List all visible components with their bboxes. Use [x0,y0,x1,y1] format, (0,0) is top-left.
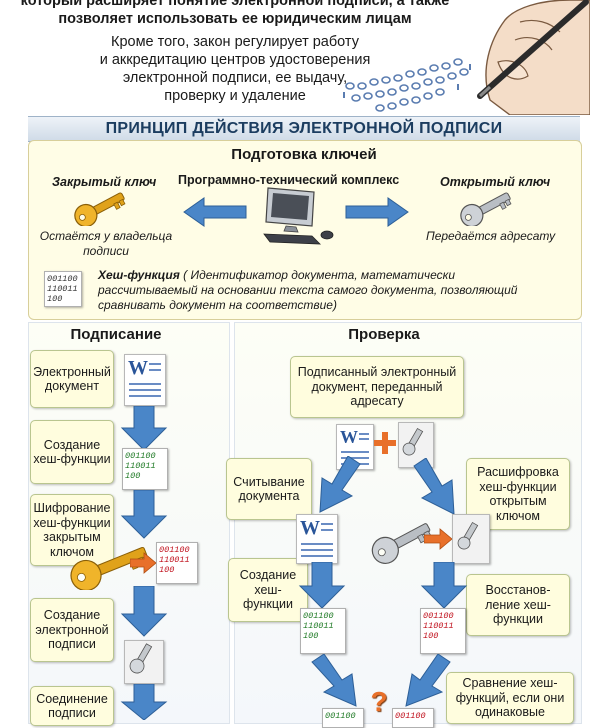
verification-step-read: Считывание документа [226,458,312,520]
key-icon [129,643,153,674]
signing-title: Подписание [70,326,162,343]
intro-line: и аккредитацию центров удостоверения [99,52,371,68]
private-key-note: Остаётся у владельца подписи [39,229,173,258]
hash-document-icon: 001100 [392,708,434,728]
verification-step-create-hash: Создание хеш-функции [228,558,308,622]
signing-step-signature: Создание электронной подписи [30,598,114,662]
hash-function-label: Хеш-функция [98,268,180,282]
signature-document-icon [452,514,490,564]
key-preparation-panel [28,140,582,320]
public-key-label: Открытый ключ [440,175,551,189]
arrow-down-right-icon [413,458,455,515]
key-icon [402,427,424,456]
arrow-left-icon [183,197,247,227]
arrow-down-icon [298,562,346,609]
key-icon [457,521,479,550]
complex-label: Программно-технический комплекс [178,173,400,187]
arrow-down-icon [420,562,468,609]
arrow-down-icon [120,490,168,539]
arrow-down-left-icon [319,456,361,513]
key-preparation-title: Подготовка ключей [231,146,377,163]
hash-function-description: Хеш-функция ( Идентификатор документа, м… [98,268,518,312]
intro-line: который расширяет понятие электронной по… [20,0,450,9]
arrow-down-icon [120,586,168,637]
intro-line: электронной подписи, ее выдачу, [122,70,348,86]
intro-line: Кроме того, закон регулирует работу [111,34,359,50]
computer-icon [263,187,334,245]
arrow-right-icon [345,197,409,227]
verification-step-compare: Сравнение хеш-функций, если они одинаков… [446,672,574,724]
signing-step-document: Электронный документ [30,350,114,408]
hand-pen-illustration [343,0,590,115]
arrow-down-icon [120,684,168,720]
section-title: ПРИНЦИП ДЕЙСТВИЯ ЭЛЕКТРОННОЙ ПОДПИСИ [105,120,503,137]
plus-icon [374,432,396,454]
verification-step-received: Подписанный электронный документ, переда… [290,356,464,418]
signing-step-attach: Соединение подписи [30,686,114,726]
private-key-label: Закрытый ключ [52,175,157,189]
intro-line: позволяет использовать ее юридическим ли… [58,11,412,27]
intro-line: проверку и удаление [164,88,306,104]
signature-document-icon [124,640,164,684]
question-mark-icon: ? [370,686,388,717]
public-key-note: Передаётся адресату [426,229,556,243]
arrow-down-right-icon [311,654,357,707]
arrow-down-icon [120,406,168,451]
arrow-right-icon [424,528,453,550]
verification-step-restore: Восстанов-ление хеш-функции [466,574,570,636]
signing-step-encrypt: Шифрование хеш-функции закрытым ключом [30,494,114,566]
word-document-icon: W [296,514,338,564]
hash-document-icon: 001100 [322,708,364,728]
intro-text: который расширяет понятие электронной по… [0,0,470,112]
word-document-icon: W [124,354,166,406]
verification-title: Проверка [348,326,420,343]
public-key-icon [371,523,432,564]
signing-step-create-hash: Создание хеш-функции [30,420,114,484]
arrow-right-icon [130,552,157,574]
public-key-icon [460,192,512,226]
section-header: ПРИНЦИП ДЕЙСТВИЯ ЭЛЕКТРОННОЙ ПОДПИСИ [28,116,580,142]
arrow-down-left-icon [405,654,451,707]
private-key-icon [74,192,126,226]
signature-document-icon [398,422,434,468]
